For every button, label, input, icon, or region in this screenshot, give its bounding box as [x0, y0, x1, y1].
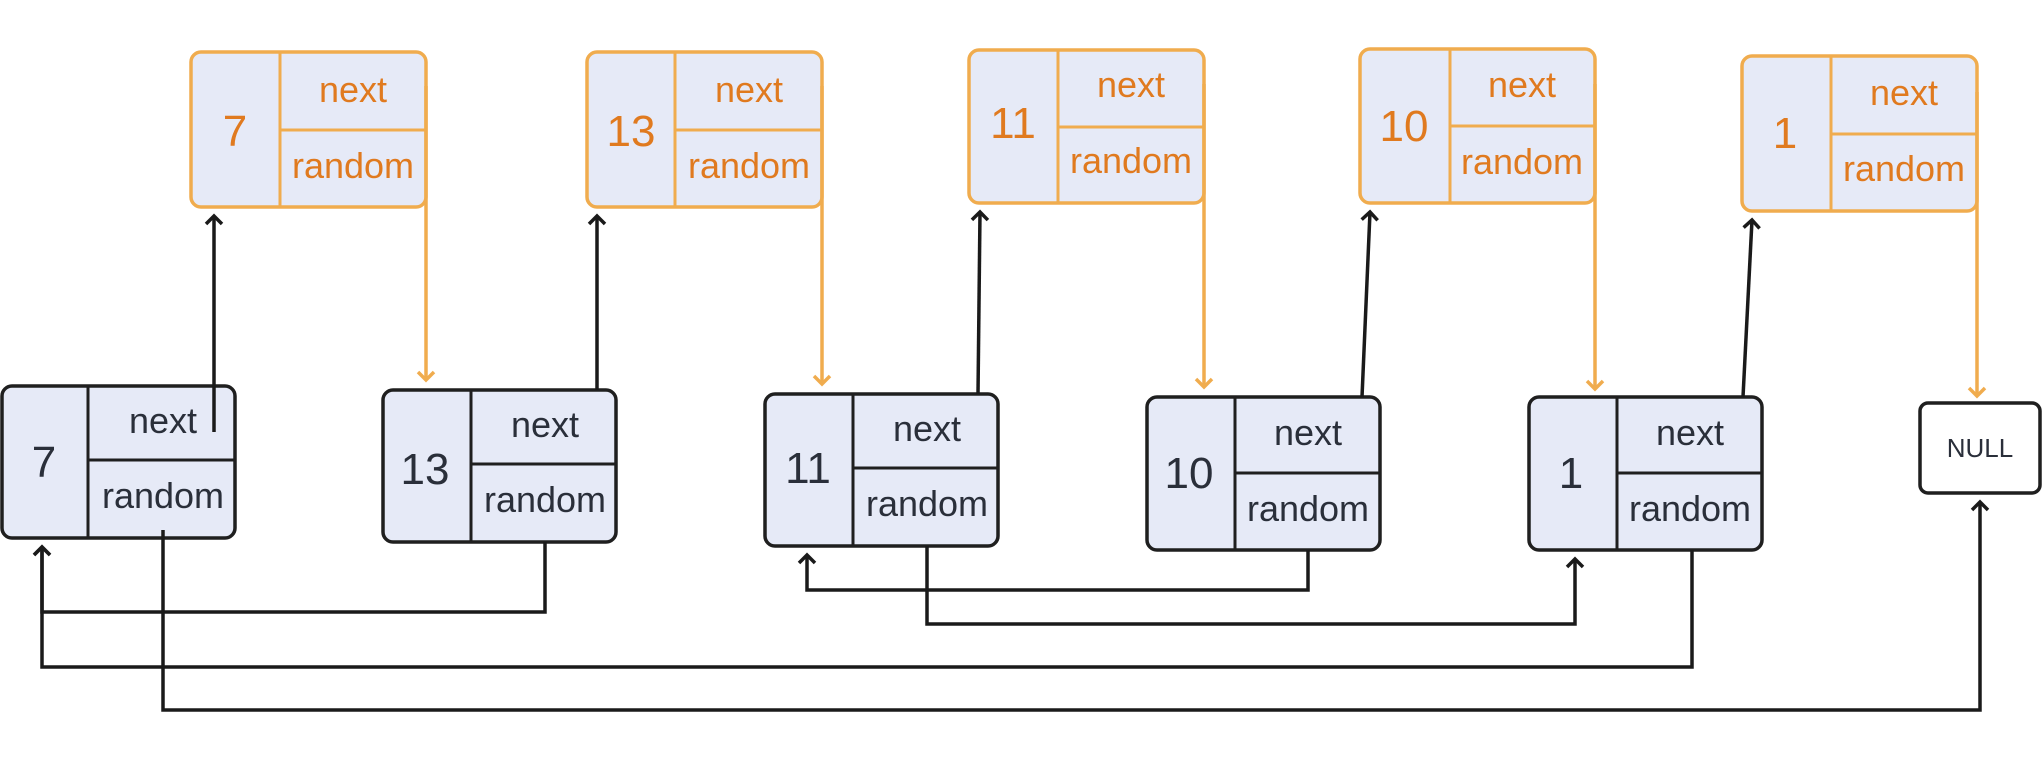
- copy-node-value: 13: [607, 107, 656, 156]
- next-label: next: [893, 408, 961, 449]
- node-value: 13: [401, 445, 450, 494]
- next-arrow-4: [1360, 209, 1379, 398]
- copy-node-value: 11: [990, 99, 1036, 148]
- node-value: 1: [1559, 449, 1583, 498]
- copy-random-label: random: [1843, 148, 1965, 189]
- next-label: next: [511, 404, 579, 445]
- copy-next-label: next: [1870, 72, 1938, 113]
- copy-node-value: 1: [1773, 109, 1797, 158]
- null-label: NULL: [1947, 433, 2013, 463]
- copy-random-label: random: [688, 145, 810, 186]
- copy-node-3: 11 next random: [967, 48, 1206, 205]
- copy-next-label: next: [319, 69, 387, 110]
- node-value: 10: [1165, 449, 1214, 498]
- random-arrow-7-to-null: [161, 499, 1990, 712]
- null-node: NULL: [1918, 401, 2042, 495]
- random-arrow-11-to-1: [925, 546, 1585, 626]
- random-label: random: [484, 479, 606, 520]
- copy-random-label: random: [292, 145, 414, 186]
- node-value: 11: [785, 444, 831, 493]
- copy-node-4: 10 next random: [1358, 47, 1597, 205]
- node-value: 7: [32, 438, 56, 487]
- original-node-2: 13 next random: [381, 388, 618, 544]
- copy-random-label: random: [1461, 141, 1583, 182]
- next-arrow-3: [970, 209, 990, 395]
- random-label: random: [1629, 488, 1751, 529]
- copy-node-2: 13 next random: [585, 50, 824, 209]
- random-arrow-1-to-7: [32, 544, 1694, 669]
- copy-node-value: 10: [1380, 102, 1429, 151]
- original-node-3: 11 next random: [763, 392, 1000, 548]
- random-arrow-13-to-7: [32, 542, 547, 614]
- next-label: next: [1656, 412, 1724, 453]
- original-node-5: 1 next random: [1527, 395, 1764, 552]
- original-node-4: 10 next random: [1145, 395, 1382, 552]
- random-label: random: [1247, 488, 1369, 529]
- copy-next-label: next: [1488, 64, 1556, 105]
- copy-random-label: random: [1070, 140, 1192, 181]
- copy-node-1: 7 next random: [189, 50, 428, 209]
- next-arrow-5: [1741, 217, 1761, 398]
- copy-node-5: 1 next random: [1740, 54, 1979, 213]
- next-label: next: [129, 400, 197, 441]
- random-label: random: [866, 483, 988, 524]
- original-node-1: 7 next random: [0, 384, 237, 540]
- random-label: random: [102, 475, 224, 516]
- random-arrow-10-to-11: [797, 550, 1310, 592]
- copy-next-label: next: [1097, 64, 1165, 105]
- copy-node-value: 7: [223, 107, 247, 156]
- copy-next-label: next: [715, 69, 783, 110]
- next-label: next: [1274, 412, 1342, 453]
